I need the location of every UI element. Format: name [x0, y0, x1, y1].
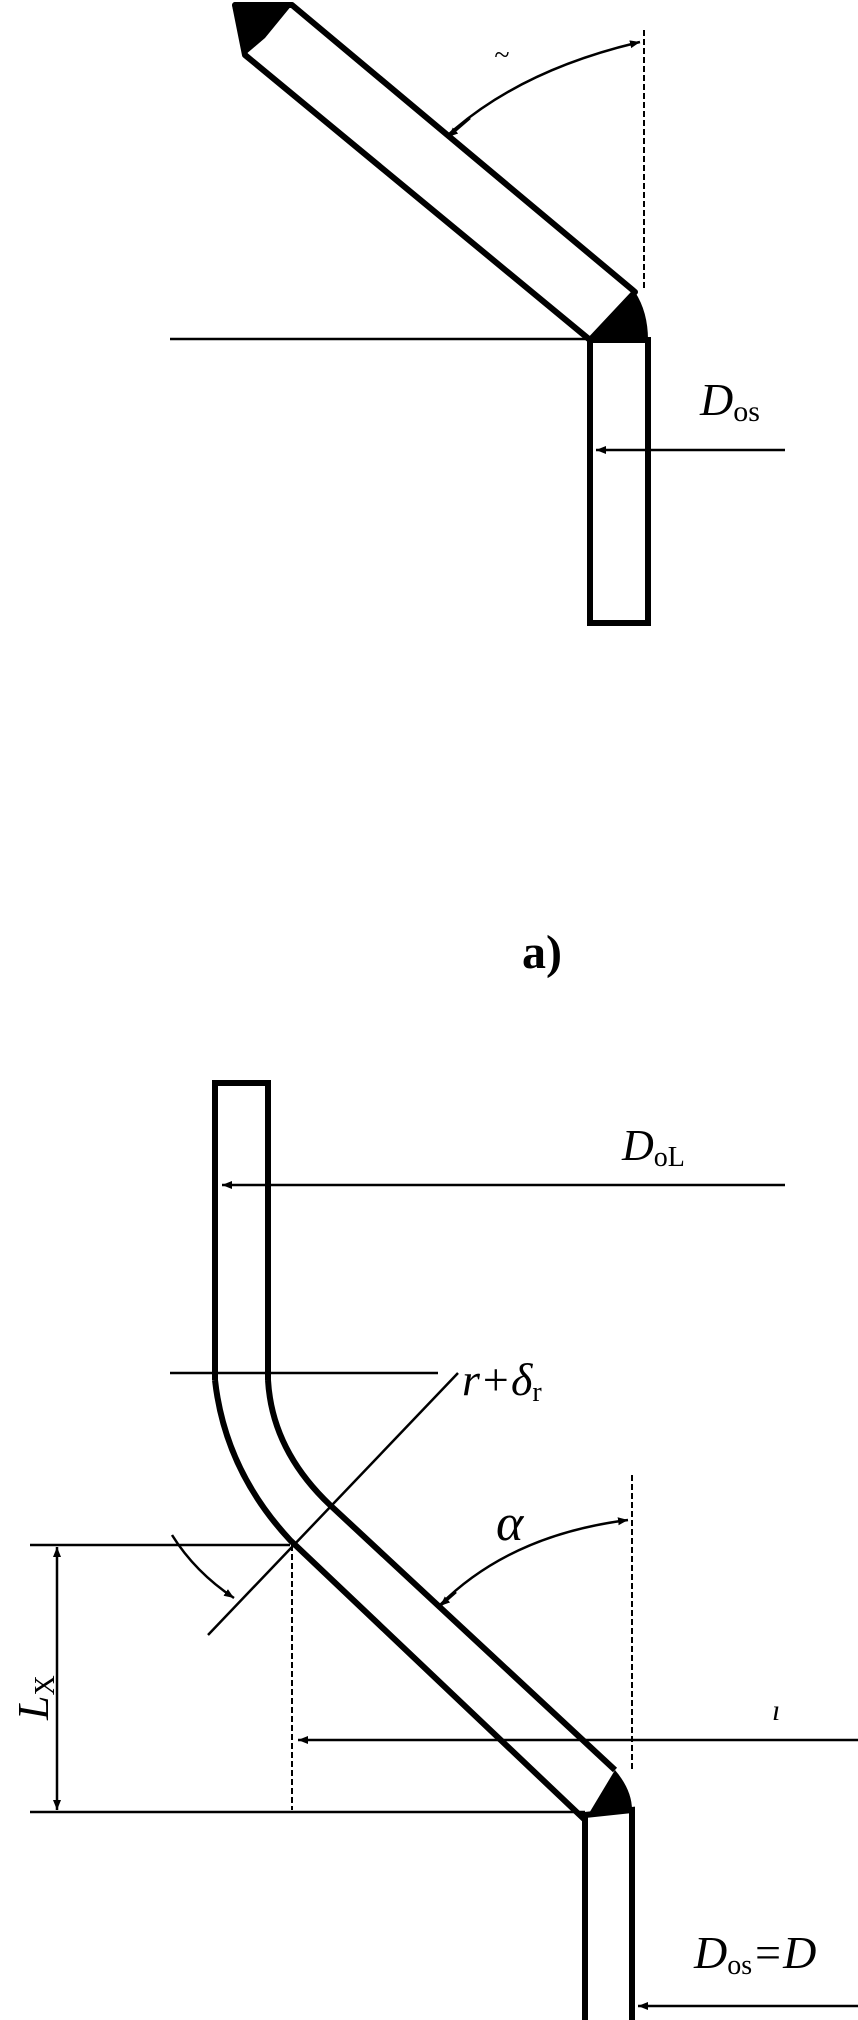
figure-a-cone-wall [232, 2, 638, 343]
figure-a-angle-arc [447, 40, 641, 136]
figure-b-radius-leader [207, 1372, 459, 1636]
figure-b-mid-diameter-mark: ı [772, 1694, 780, 1727]
figure-b: DoL r+δr α LX ı Dos=D [9, 1080, 858, 2020]
figure-b-large-diameter-label: DoL [621, 1121, 685, 1173]
figure-b-small-cylinder-wall [582, 1806, 635, 2020]
figure-b-alpha-arrow [439, 1591, 457, 1607]
figure-b-alpha-arc [439, 1517, 629, 1606]
figure-b-lx-label: LX [9, 1675, 61, 1721]
figure-b-bottom-diameter-label: Dos=D [693, 1927, 816, 1981]
figure-b-cone-inner-edge [265, 1379, 618, 1773]
figure-b-large-cylinder-wall [212, 1080, 271, 1380]
figure-a-top-weld [232, 5, 292, 55]
figure-b-small-angle-arc [170, 1534, 235, 1600]
figure-b-bottom-weld [585, 1770, 632, 1820]
figure-a-caption: a) [522, 926, 562, 979]
figure-a-diameter-label: Dos [699, 374, 760, 428]
figure-b-cone-outer-edge [212, 1379, 588, 1823]
figure-a: ~ Dos a) [170, 2, 785, 979]
figure-a-knuckle-weld [590, 292, 648, 340]
figure-b-radius-label: r+δr [462, 1354, 542, 1408]
figure-a-angle-arrow [447, 117, 471, 138]
figure-b-alpha-label: α [496, 1495, 525, 1552]
figure-a-angle-mark: ~ [494, 40, 509, 71]
figure-a-cylinder-shell [587, 337, 651, 626]
